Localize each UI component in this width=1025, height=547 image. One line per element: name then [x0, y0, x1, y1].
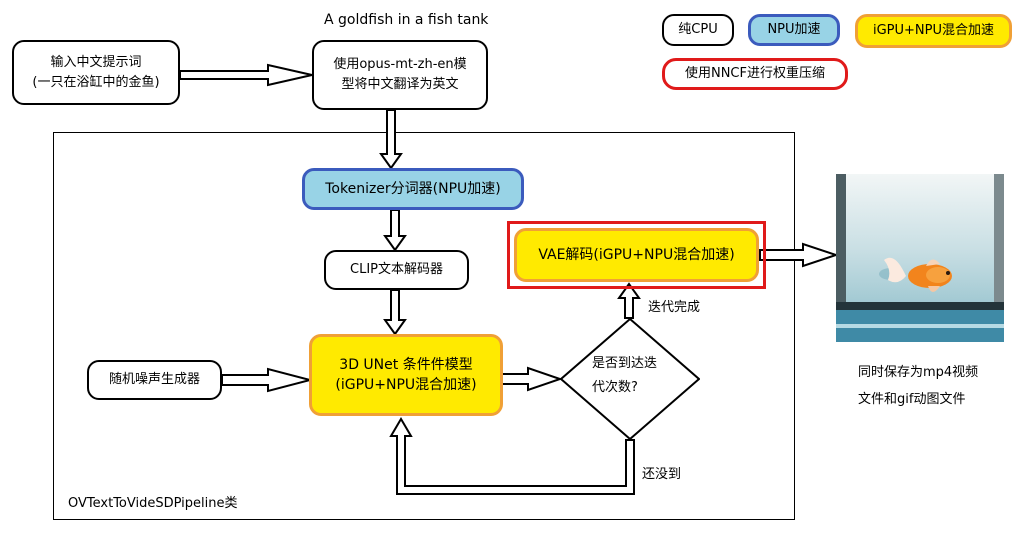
unet-line-1: 3D UNet 条件件模型: [339, 357, 473, 373]
arrow-decision-to-vae: [617, 282, 641, 319]
arrow-clip-to-unet: [383, 289, 407, 336]
arrow-unet-to-decision: [501, 366, 564, 392]
goldfish-output-image: [836, 174, 1004, 342]
edge-label-not-yet: 还没到: [642, 467, 682, 482]
arrow-translate-to-tokenizer: [379, 109, 403, 170]
translate-model-box: 使用opus-mt-zh-en模 型将中文翻译为英文: [312, 40, 488, 110]
legend-mixed: iGPU+NPU混合加速: [855, 14, 1012, 48]
decision-line-1: 是否到达迭: [592, 356, 658, 371]
input-chinese-prompt-box: 输入中文提示词 (一只在浴缸中的金鱼): [12, 40, 180, 105]
output-caption-line-2: 文件和gif动图文件: [858, 392, 966, 407]
translate-line-1: 使用opus-mt-zh-en模: [333, 57, 467, 72]
edge-label-done: 迭代完成: [648, 300, 701, 315]
input-line-2: (一只在浴缸中的金鱼): [32, 74, 160, 90]
english-prompt-text: A goldfish in a fish tank: [324, 12, 489, 28]
legend-cpu: 纯CPU: [662, 14, 734, 46]
vae-decoder-box: VAE解码(iGPU+NPU混合加速): [514, 228, 759, 282]
output-caption-line-1: 同时保存为mp4视频: [858, 365, 979, 380]
decision-text: 是否到达迭 代次数?: [592, 352, 657, 400]
pipeline-label: OVTextToVideSDPipeline类: [68, 496, 238, 511]
clip-decoder-box: CLIP文本解码器: [324, 250, 469, 290]
output-caption: 同时保存为mp4视频 文件和gif动图文件: [858, 359, 978, 413]
translate-line-2: 型将中文翻译为英文: [341, 77, 459, 92]
arrow-tokenizer-to-clip: [383, 209, 407, 252]
vae-nncf-frame: [507, 221, 766, 289]
decision-diamond: [560, 318, 700, 440]
legend-npu: NPU加速: [748, 14, 840, 46]
unet-model-box: 3D UNet 条件件模型 (iGPU+NPU混合加速): [309, 334, 503, 416]
pipeline-container: [53, 132, 795, 520]
arrow-loop-back: [389, 417, 635, 495]
arrow-vae-to-output: [759, 242, 840, 268]
tokenizer-box: Tokenizer分词器(NPU加速): [302, 168, 524, 210]
decision-line-2: 代次数?: [592, 380, 638, 395]
arrow-noise-to-unet: [221, 367, 314, 393]
input-line-1: 输入中文提示词: [50, 54, 142, 70]
legend-nncf: 使用NNCF进行权重压缩: [662, 58, 848, 90]
unet-line-2: (iGPU+NPU混合加速): [335, 377, 477, 393]
arrow-input-to-translate: [179, 63, 313, 87]
noise-generator-box: 随机噪声生成器: [87, 360, 222, 400]
